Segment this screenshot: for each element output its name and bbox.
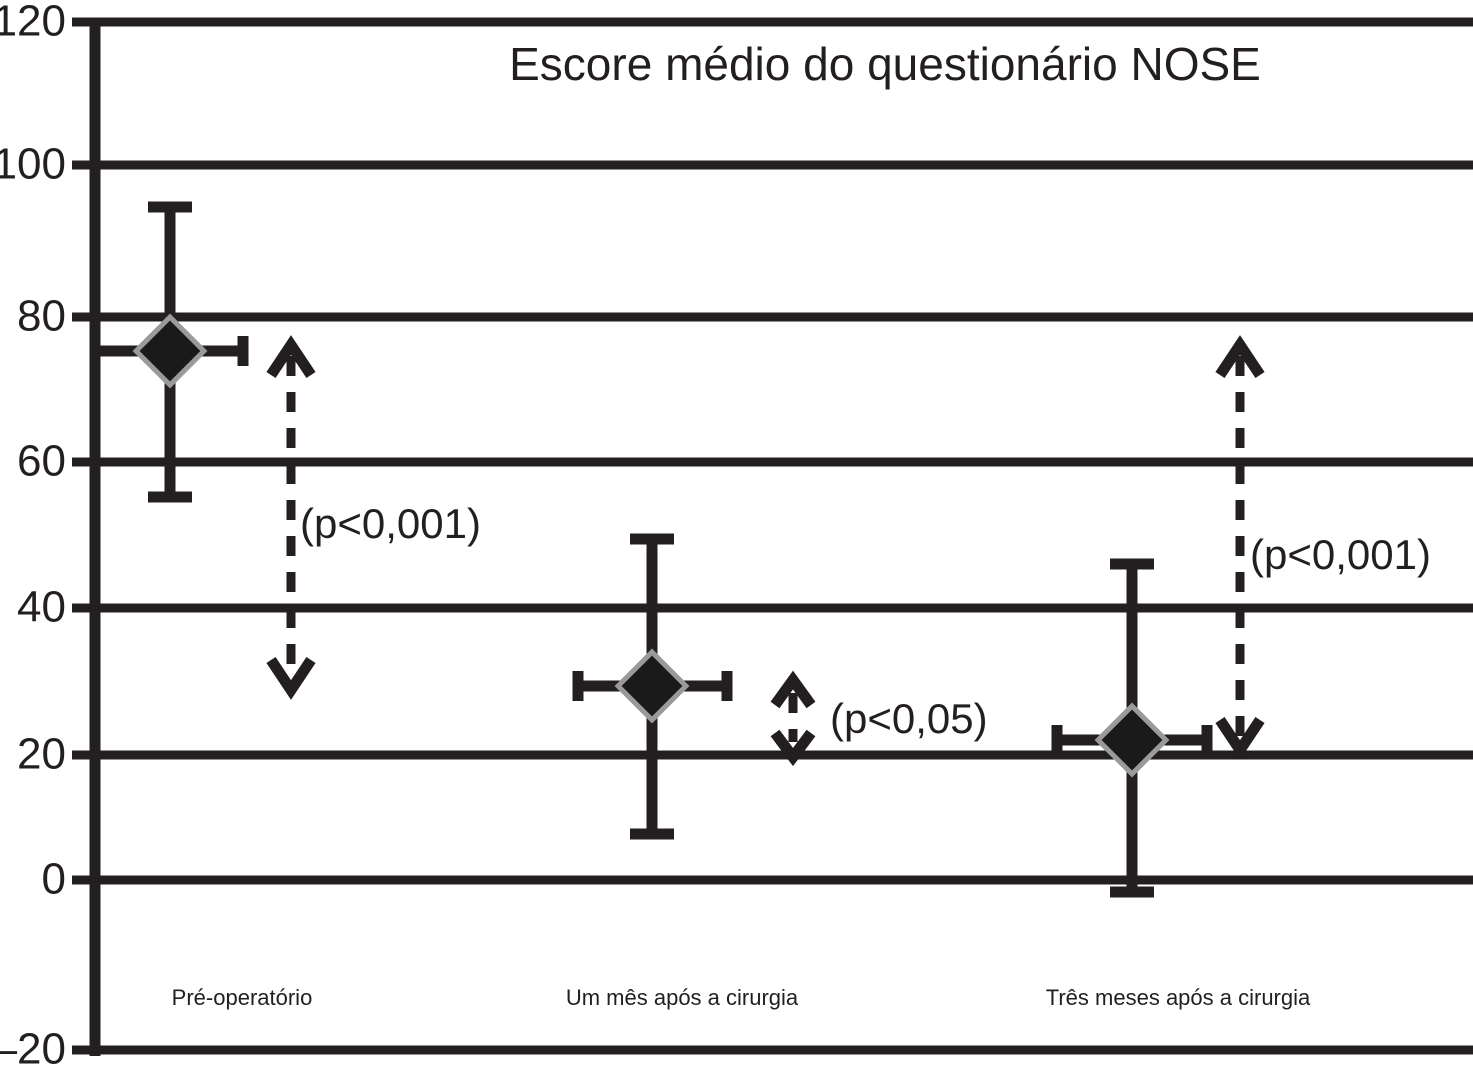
significance-annotation-middle: (p<0,05) [770,670,988,767]
data-marker-3[interactable] [1094,702,1170,778]
x-axis-category-labels: Pré-operatório Um mês após a cirurgia Tr… [172,985,1311,1010]
y-tick-label-20: 20 [17,730,66,779]
y-tick-label-120: 120 [0,0,66,46]
data-marker-2[interactable] [614,648,690,724]
data-marker-1[interactable] [132,313,208,389]
arrow-head-down-left [266,656,316,700]
chart-title: Escore médio do questionário NOSE [509,38,1261,90]
arrow-head-up-left [266,335,316,379]
arrow-head-down-right [1215,716,1265,760]
y-tick-label-40: 40 [17,583,66,632]
y-tick-label-0: 0 [42,855,66,904]
significance-annotation-right: (p<0,001) [1215,335,1431,760]
data-point-group-pre-operatorio[interactable] [100,201,249,503]
y-tick-label-80: 80 [17,292,66,341]
category-label-um-mes: Um mês após a cirurgia [566,985,799,1010]
y-tick-label-60: 60 [17,437,66,486]
y-axis-tick-labels: 120 100 80 60 40 20 0 –20 [0,0,66,1074]
arrow-head-down-middle [770,729,816,767]
data-point-group-um-mes[interactable] [572,533,733,840]
y-tick-label-minus20: –20 [0,1025,66,1074]
annotation-label-middle: (p<0,05) [830,695,988,742]
y-tick-label-100: 100 [0,140,66,189]
y-axis-ticks [72,17,95,1055]
annotation-label-left: (p<0,001) [300,500,481,547]
annotation-label-right: (p<0,001) [1250,531,1431,578]
arrow-head-up-right [1215,335,1265,379]
significance-annotation-left: (p<0,001) [266,335,481,700]
category-label-tres-meses: Três meses após a cirurgia [1046,985,1311,1010]
gridlines [95,17,1473,1055]
arrow-head-up-middle [770,670,816,709]
data-point-group-tres-meses[interactable] [1051,558,1213,898]
category-label-pre-operatorio: Pré-operatório [172,985,313,1010]
